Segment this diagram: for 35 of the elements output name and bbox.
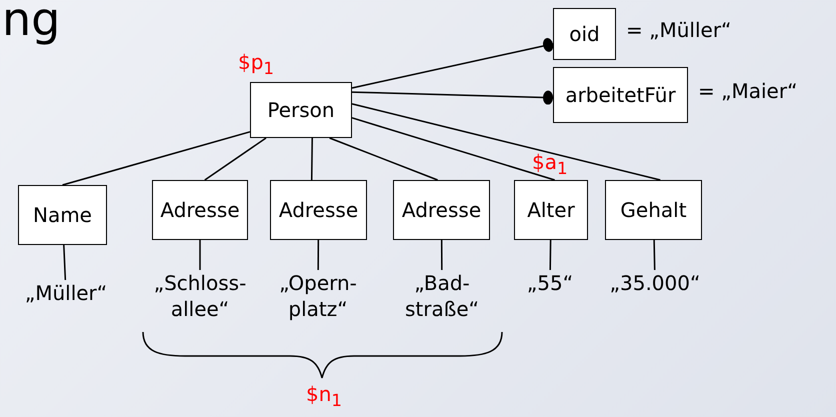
entity-box: Adresse bbox=[393, 180, 490, 240]
entity-box: Adresse bbox=[270, 180, 367, 240]
entity-box: Alter bbox=[514, 180, 588, 240]
connector-line bbox=[549, 240, 552, 270]
value-text: „Schloss- allee“ bbox=[140, 270, 260, 328]
entity-box: Adresse bbox=[152, 180, 248, 240]
dot-ended-line bbox=[352, 90, 554, 105]
connector-line bbox=[199, 240, 201, 270]
connector-line bbox=[204, 137, 266, 181]
variable-label: $n$_{1}$ bbox=[306, 382, 342, 410]
dot-ended-line bbox=[352, 38, 554, 89]
connector-line bbox=[653, 240, 656, 270]
connector-line bbox=[440, 240, 443, 270]
variable-label: $a$_{1}$ bbox=[532, 150, 568, 178]
value-text: „35.000“ bbox=[600, 270, 710, 300]
variable-label: $p$_{1}$ bbox=[238, 50, 274, 78]
value-text: „55“ bbox=[520, 270, 580, 300]
entity-box: Person bbox=[250, 82, 352, 138]
value-text: „Bad- straße“ bbox=[382, 270, 502, 328]
value-text: „Opern- platz“ bbox=[258, 270, 378, 328]
connector-line bbox=[317, 240, 320, 270]
connector-line bbox=[62, 131, 250, 186]
entity-box: arbeitetFür bbox=[553, 67, 688, 123]
slide-title: ng bbox=[2, 0, 60, 46]
connector-line bbox=[352, 103, 660, 181]
entity-box: Gehalt bbox=[605, 180, 702, 240]
connector-line bbox=[352, 117, 555, 181]
entity-box: oid bbox=[553, 8, 616, 60]
entity-box: Name bbox=[18, 185, 107, 245]
value-annotation: = „Müller“ bbox=[626, 18, 732, 42]
connector-line bbox=[63, 244, 66, 280]
connector-line bbox=[310, 138, 313, 180]
connector-line bbox=[329, 137, 438, 181]
value-annotation: = „Maier“ bbox=[698, 79, 798, 103]
value-text: „Müller“ bbox=[15, 280, 117, 310]
